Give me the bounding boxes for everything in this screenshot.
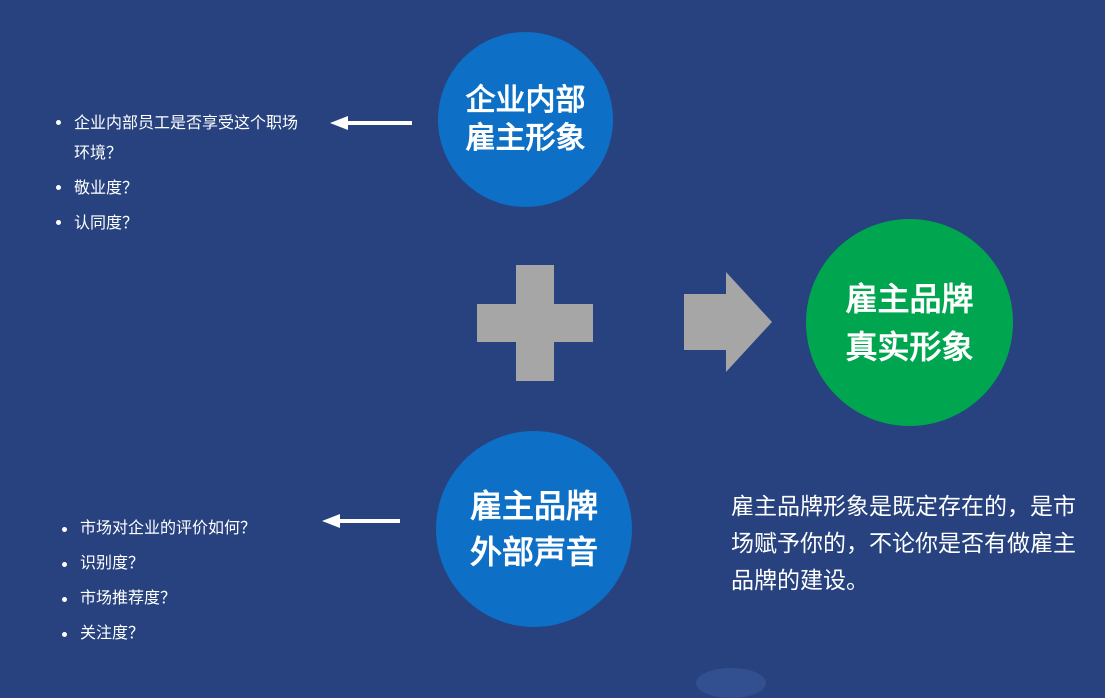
real-employer-brand-image-circle: 雇主品牌 真实形象: [806, 219, 1013, 426]
list-item: 识别度？: [58, 550, 338, 576]
list-item: 市场对企业的评价如何？: [58, 515, 338, 541]
list-item: 关注度？: [58, 620, 338, 646]
internal-employer-image-circle: 企业内部 雇主形象: [438, 32, 613, 207]
result-circle-line2: 真实形象: [845, 327, 974, 366]
list-item: 市场推荐度？: [58, 585, 338, 611]
internal-circle-line2: 雇主形象: [465, 120, 586, 156]
list-item: 敬业度？: [52, 173, 312, 203]
list-item: 企业内部员工是否享受这个职场环境？: [52, 108, 312, 168]
employer-brand-statement: 雇主品牌形象是既定存在的，是市场赋予你的，不论你是否有做雇主品牌的建设。: [731, 494, 1076, 594]
external-circle-line1: 雇主品牌: [469, 487, 598, 525]
result-circle-line1: 雇主品牌: [845, 279, 974, 318]
decorative-glow: [696, 668, 766, 698]
external-voice-circle: 雇主品牌 外部声音: [436, 431, 632, 627]
list-item: 认同度？: [52, 208, 312, 238]
external-question-list: 市场对企业的评价如何？ 识别度？ 市场推荐度？ 关注度？: [58, 515, 338, 655]
internal-circle-line1: 企业内部: [465, 82, 586, 118]
internal-question-list: 企业内部员工是否享受这个职场环境？ 敬业度？ 认同度？: [52, 108, 312, 243]
arrow-right-icon: [684, 272, 772, 372]
plus-icon: [477, 265, 593, 381]
arrow-left-icon: [330, 116, 412, 130]
external-circle-line2: 外部声音: [469, 533, 598, 571]
arrow-left-icon: [322, 514, 400, 528]
